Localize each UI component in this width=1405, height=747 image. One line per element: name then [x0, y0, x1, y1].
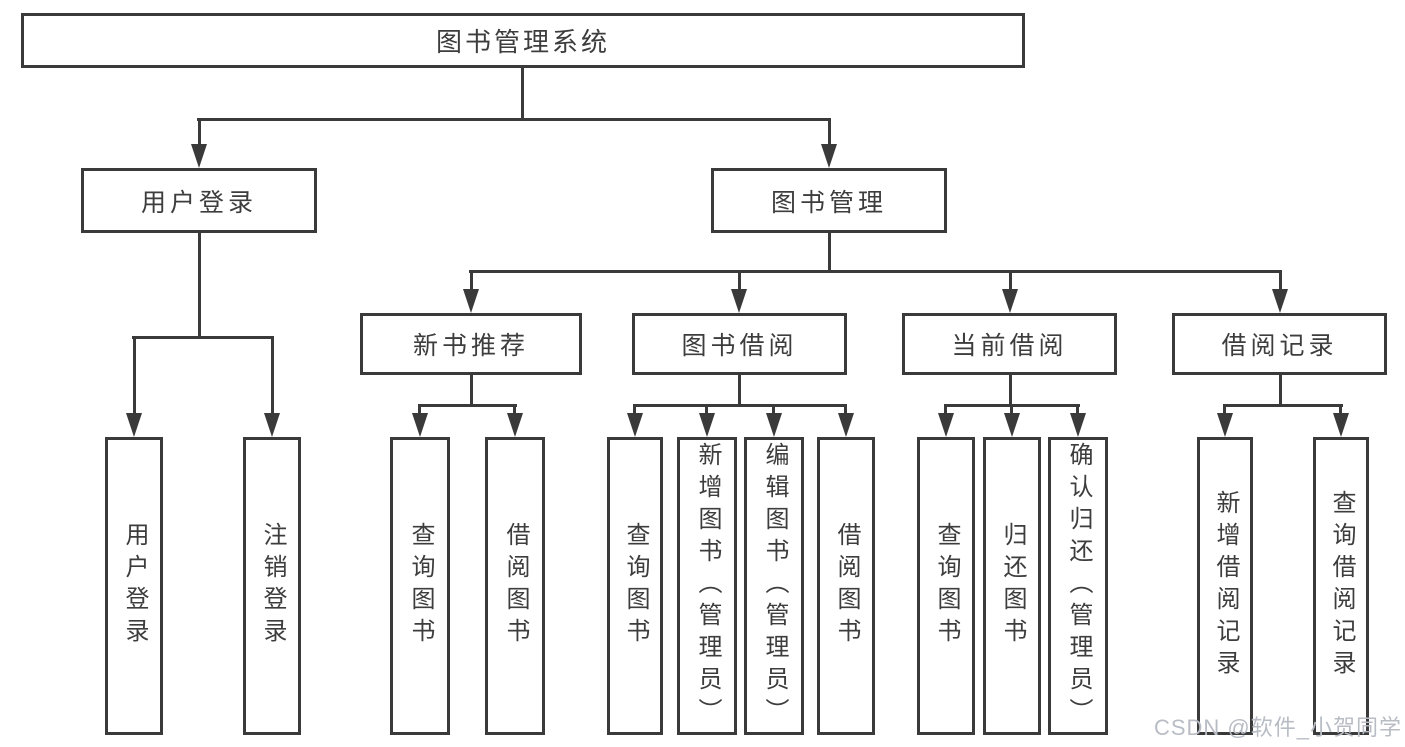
node-current-borrowing: 当前借阅	[902, 313, 1117, 375]
connector-to-leaf	[944, 404, 947, 416]
connector-to-user-login	[198, 118, 201, 148]
connector-to-leaf	[418, 404, 421, 416]
arrowhead-leaf-logout	[264, 413, 280, 437]
connector-book-management-hbar	[469, 270, 1281, 273]
leaf-borrow-books-recommend: 借阅图书	[485, 437, 545, 735]
leaf-label: 借阅图书	[833, 522, 860, 650]
leaf-add-borrowing-record: 新增借阅记录	[1197, 437, 1253, 735]
arrowhead-borrowing-records	[1272, 289, 1288, 313]
arrowhead-leaf	[412, 413, 428, 437]
connector-user-login-hbar	[132, 336, 274, 339]
arrowhead-user-login	[191, 144, 207, 168]
connector-current-borrowing-stem	[1009, 375, 1012, 407]
connector-to-leaf-user-login	[133, 336, 136, 416]
arrowhead-leaf	[507, 413, 523, 437]
leaf-return-book: 归还图书	[983, 437, 1041, 735]
leaf-query-books-current: 查询图书	[917, 437, 975, 735]
leaf-borrow-books-borrowing: 借阅图书	[817, 437, 875, 735]
node-library-management-system: 图书管理系统	[21, 13, 1025, 68]
node-new-book-recommendation: 新书推荐	[360, 313, 582, 375]
arrowhead-leaf	[1217, 413, 1233, 437]
node-borrowing-records: 借阅记录	[1172, 313, 1387, 375]
node-book-management: 图书管理	[711, 168, 947, 233]
leaf-label: 借阅图书	[502, 522, 529, 650]
node-label: 图书管理	[770, 188, 887, 217]
leaf-label: 确认归还（管理员）	[1065, 442, 1092, 730]
arrowhead-current-borrowing	[1002, 289, 1018, 313]
connector-to-leaf	[633, 404, 636, 416]
leaf-label: 编辑图书（管理员）	[761, 442, 788, 730]
connector-root-hbar	[197, 118, 831, 121]
arrowhead-new-book	[463, 289, 479, 313]
arrowhead-leaf-user-login	[126, 413, 142, 437]
leaf-label: 新增图书（管理员）	[694, 442, 721, 730]
leaf-query-books-recommend: 查询图书	[390, 437, 450, 735]
arrowhead-leaf	[1070, 413, 1086, 437]
connector-new-book-stem	[470, 375, 473, 407]
arrowhead-leaf	[699, 413, 715, 437]
node-label: 图书管理系统	[435, 27, 610, 57]
connector-book-management-stem	[828, 233, 831, 273]
leaf-edit-book-admin: 编辑图书（管理员）	[744, 437, 804, 735]
leaf-label: 注销登录	[259, 522, 286, 650]
arrowhead-book-management	[821, 144, 837, 168]
leaf-user-login: 用户登录	[105, 437, 163, 735]
arrowhead-leaf	[627, 413, 643, 437]
connector-borrowing-records-stem	[1279, 375, 1282, 407]
leaf-query-books-borrowing: 查询图书	[607, 437, 663, 735]
connector-to-leaf	[1076, 404, 1079, 416]
connector-borrowing-records-hbar	[1223, 404, 1343, 407]
node-label: 当前借阅	[951, 332, 1068, 360]
arrowhead-leaf	[838, 413, 854, 437]
connector-to-book-management	[828, 118, 831, 148]
node-label: 借阅记录	[1221, 332, 1338, 360]
arrowhead-leaf	[1333, 413, 1349, 437]
leaf-label: 查询借阅记录	[1328, 490, 1355, 682]
connector-new-book-hbar	[418, 404, 517, 407]
csdn-watermark: CSDN @软件_小贺同学	[1153, 715, 1402, 740]
arrowhead-leaf	[938, 413, 954, 437]
leaf-label: 用户登录	[121, 522, 148, 650]
leaf-label: 查询图书	[933, 522, 960, 650]
connector-to-borrowing-records	[1279, 270, 1282, 292]
arrowhead-leaf	[766, 413, 782, 437]
leaf-label: 新增借阅记录	[1212, 490, 1239, 682]
leaf-confirm-return-admin: 确认归还（管理员）	[1048, 437, 1108, 735]
connector-to-leaf	[772, 404, 775, 416]
node-book-borrowing: 图书借阅	[632, 313, 847, 375]
connector-to-leaf	[1223, 404, 1226, 416]
arrowhead-book-borrowing	[731, 289, 747, 313]
connector-to-current-borrowing	[1009, 270, 1012, 292]
connector-to-leaf	[513, 404, 516, 416]
connector-to-leaf-logout	[271, 336, 274, 416]
leaf-query-borrowing-record: 查询借阅记录	[1313, 437, 1369, 735]
node-label: 新书推荐	[412, 332, 529, 360]
connector-to-leaf	[1010, 404, 1013, 416]
leaf-label: 查询图书	[407, 522, 434, 650]
leaf-logout: 注销登录	[243, 437, 301, 735]
connector-to-book-borrowing	[738, 270, 741, 292]
leaf-label: 归还图书	[999, 522, 1026, 650]
connector-to-leaf	[844, 404, 847, 416]
connector-to-leaf	[1339, 404, 1342, 416]
node-label: 图书借阅	[681, 332, 798, 360]
connector-to-leaf	[705, 404, 708, 416]
node-label: 用户登录	[140, 188, 257, 217]
connector-user-login-stem	[198, 233, 201, 339]
node-user-login: 用户登录	[81, 168, 317, 233]
leaf-label: 查询图书	[622, 522, 649, 650]
connector-book-borrowing-stem	[738, 375, 741, 407]
leaf-add-book-admin: 新增图书（管理员）	[677, 437, 737, 735]
connector-root-stem	[521, 68, 524, 121]
connector-book-borrowing-hbar	[633, 404, 847, 407]
arrowhead-leaf	[1004, 413, 1020, 437]
connector-to-new-book	[470, 270, 473, 292]
